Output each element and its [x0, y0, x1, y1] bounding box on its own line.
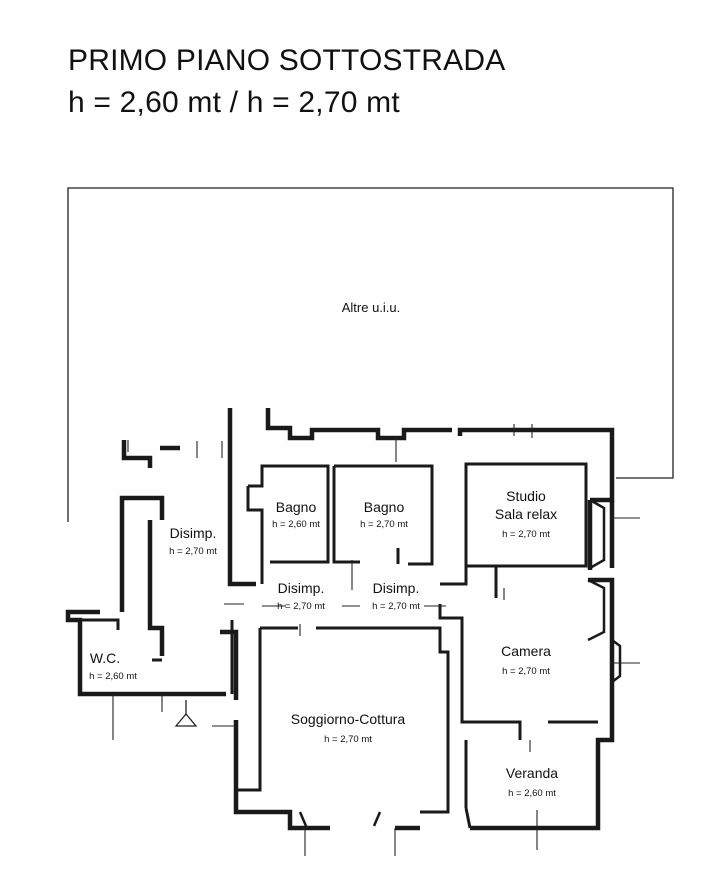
room-height-soggiorno: h = 2,70 mt	[324, 734, 372, 745]
room-label-disimp-center-1: Disimp.	[277, 580, 325, 596]
room-label-wc: W.C.	[89, 650, 121, 666]
other-units-label: Altre u.i.u.	[341, 300, 401, 315]
other-units-outline	[67, 187, 674, 522]
exterior-walls	[65, 408, 615, 831]
plan-subtitle: h = 2,60 mt / h = 2,70 mt	[68, 86, 400, 119]
room-label-disimp-left: Disimp.	[169, 525, 217, 541]
room-label-veranda: Veranda	[505, 765, 559, 781]
room-label-bagno-1: Bagno	[275, 499, 317, 515]
room-height-veranda: h = 2,60 mt	[508, 788, 556, 799]
bay-windows	[298, 498, 622, 827]
room-height-disimp-center-1: h = 2,70 mt	[277, 601, 325, 612]
room-height-bagno-1: h = 2,60 mt	[272, 519, 320, 530]
room-height-wc: h = 2,60 mt	[89, 671, 137, 682]
room-label-soggiorno: Soggiorno-Cottura	[290, 711, 406, 727]
interior-walls	[80, 462, 598, 829]
room-height-camera: h = 2,70 mt	[502, 666, 550, 677]
entrance-symbol	[174, 700, 198, 727]
room-height-bagno-2: h = 2,70 mt	[360, 519, 408, 530]
room-label-disimp-center-2: Disimp.	[372, 580, 420, 596]
window-marks	[112, 424, 640, 856]
room-label-camera: Camera	[501, 643, 551, 659]
room-height-disimp-left: h = 2,70 mt	[169, 546, 217, 557]
plan-title: PRIMO PIANO SOTTOSTRADA	[68, 44, 506, 77]
room-label-bagno-2: Bagno	[363, 499, 405, 515]
room-height-disimp-center-2: h = 2,70 mt	[372, 601, 420, 612]
room-height-studio: h = 2,70 mt	[502, 529, 550, 540]
room-label-studio: Studio	[506, 488, 546, 504]
room-label-sala-relax: Sala relax	[494, 506, 558, 522]
